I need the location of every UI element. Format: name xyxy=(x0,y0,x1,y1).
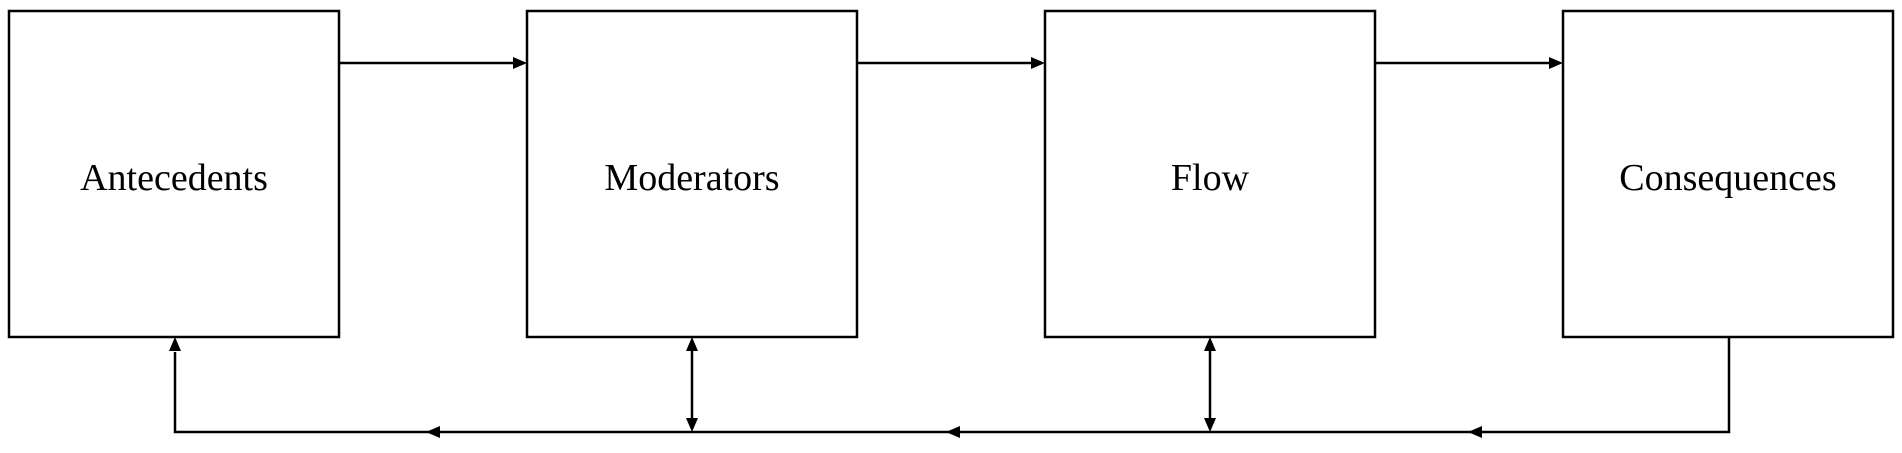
node-moderators-label: Moderators xyxy=(604,157,779,199)
node-moderators: Moderators xyxy=(525,9,859,339)
node-antecedents-label: Antecedents xyxy=(80,157,268,199)
edge-moderators-bidirectional xyxy=(686,337,698,432)
node-consequences-label: Consequences xyxy=(1619,157,1836,199)
arrowhead-right-icon xyxy=(1549,57,1563,69)
arrowhead-right-icon xyxy=(513,57,527,69)
arrowhead-down-icon xyxy=(1204,418,1216,432)
edge-flow-bidirectional xyxy=(1204,337,1216,432)
arrowhead-left-icon xyxy=(426,426,440,438)
node-flow-label: Flow xyxy=(1171,157,1250,199)
arrowhead-left-icon xyxy=(946,426,960,438)
node-flow: Flow xyxy=(1043,9,1377,339)
edge-antecedents-to-moderators xyxy=(339,57,527,69)
arrowhead-up-icon xyxy=(1204,337,1216,351)
edge-feedback-loop xyxy=(169,337,1731,438)
edge-flow-to-consequences xyxy=(1375,57,1563,69)
node-antecedents: Antecedents xyxy=(7,9,341,339)
arrowhead-up-icon xyxy=(169,337,181,351)
edge-moderators-to-flow xyxy=(857,57,1045,69)
arrowhead-up-icon xyxy=(686,337,698,351)
arrowhead-left-icon xyxy=(1468,426,1482,438)
arrowhead-down-icon xyxy=(686,418,698,432)
arrowhead-right-icon xyxy=(1031,57,1045,69)
node-consequences: Consequences xyxy=(1561,9,1895,339)
